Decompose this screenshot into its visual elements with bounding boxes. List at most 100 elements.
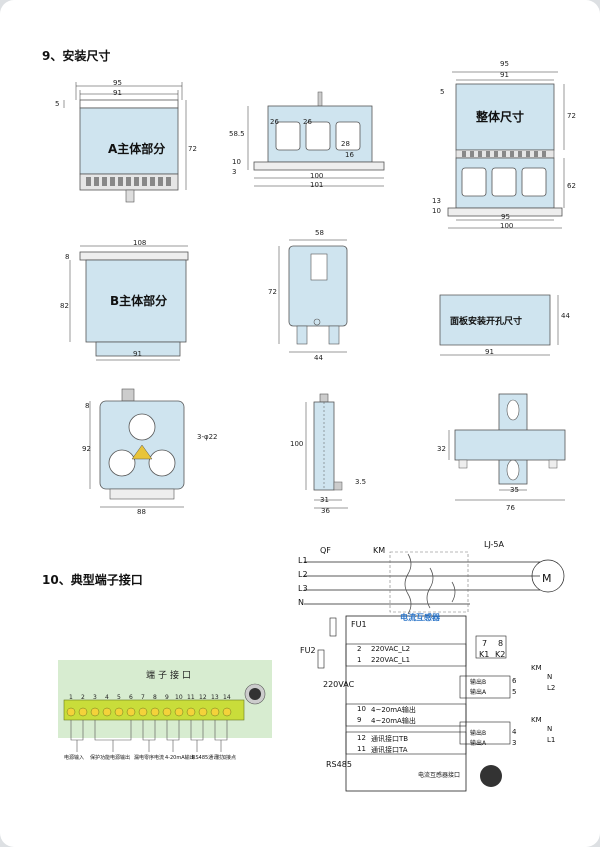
- ct-front-drawing: [89, 388, 185, 508]
- dim-cs-100: 100: [290, 440, 304, 448]
- terminal-number: 10: [175, 694, 183, 701]
- dim-a-5: 5: [55, 100, 60, 108]
- rs485-label: RS485: [326, 760, 352, 769]
- dim-r-35: 35: [510, 486, 519, 494]
- tbl-text: 220VAC_L1: [371, 656, 411, 664]
- relay-b-n: N: [547, 673, 553, 681]
- line-n: N: [298, 598, 304, 607]
- part-a-front-drawing: [63, 82, 187, 203]
- dim-b-8: 8: [65, 253, 70, 261]
- whole-label: 整体尺寸: [476, 110, 525, 124]
- dim-cs-35: 3.5: [355, 478, 367, 486]
- terminal-number: 2: [81, 694, 85, 701]
- dim-w-13: 13: [432, 197, 441, 205]
- dim-bs-44: 44: [314, 354, 323, 362]
- tbl-text: 4~20mA输出: [371, 717, 416, 725]
- dim-r-32: 32: [437, 445, 446, 453]
- line-l1: L1: [298, 556, 308, 565]
- dim-s-100: 100: [310, 172, 324, 180]
- section10-title: 10、典型端子接口: [42, 573, 143, 587]
- tbl-num: 9: [357, 716, 362, 724]
- terminal-number: 12: [199, 694, 207, 701]
- wiring-diagram: [304, 551, 565, 792]
- terminal-panel: [58, 660, 272, 738]
- dim-s-101: 101: [310, 181, 324, 189]
- ct-label: 电流互感器: [400, 613, 440, 622]
- qf-label: QF: [320, 546, 331, 555]
- tbl-num: 10: [357, 705, 366, 713]
- tbl-text: 通讯接口TA: [371, 746, 408, 754]
- relay-b-t6: 6: [512, 677, 517, 685]
- dim-bs-58: 58: [315, 229, 324, 237]
- panel-cutout-drawing: [439, 294, 559, 356]
- term-7: 7: [482, 639, 488, 648]
- dim-w-95: 95: [500, 60, 509, 68]
- term-k1: K1: [479, 650, 490, 659]
- dim-b-108: 108: [133, 239, 147, 247]
- relay-b-l: L2: [547, 684, 556, 692]
- relay-b-km: KM: [531, 664, 542, 672]
- dim-s-26a: 26: [270, 118, 279, 126]
- section9-title: 9、安装尺寸: [42, 49, 111, 63]
- dim-c-3d22: 3-φ22: [197, 433, 218, 441]
- dim-w-100: 100: [500, 222, 514, 230]
- dim-s-10: 10: [232, 158, 241, 166]
- dim-cs-36: 36: [321, 507, 330, 515]
- dim-b-82: 82: [60, 302, 69, 310]
- group-label: 漏电零序电流: [134, 755, 165, 761]
- dim-c-92: 92: [82, 445, 91, 453]
- terminal-number: 14: [223, 694, 231, 701]
- tbl-num: 12: [357, 734, 366, 742]
- dim-w-95b: 95: [501, 213, 510, 221]
- ct-port-label: 电流互感器接口: [418, 772, 461, 779]
- dim-b-91: 91: [133, 350, 142, 358]
- terminal-number: 7: [141, 694, 145, 701]
- group-label: RS485通讯: [192, 755, 219, 761]
- terminal-number: 8: [153, 694, 157, 701]
- line-l3: L3: [298, 584, 308, 593]
- relay-a-l: L1: [547, 736, 556, 744]
- terminal-number: 6: [129, 694, 133, 701]
- dim-p-91: 91: [485, 348, 494, 356]
- dim-s-3: 3: [232, 168, 237, 176]
- motor-label: M: [542, 572, 552, 585]
- tbl-text: 220VAC_L2: [371, 645, 411, 653]
- line-l2: L2: [298, 570, 308, 579]
- panel-cutout-label: 面板安装开孔尺寸: [450, 317, 523, 327]
- dim-w-5: 5: [440, 88, 445, 96]
- dim-s-58: 58.5: [229, 130, 245, 138]
- group-label: 保护功能电源输出: [90, 755, 131, 761]
- relay-b-t5: 5: [512, 688, 517, 696]
- tbl-text: 通讯接口TB: [371, 735, 409, 743]
- tbl-num: 2: [357, 645, 362, 653]
- dim-s-16: 16: [345, 151, 354, 159]
- dim-a-95: 95: [113, 79, 122, 87]
- terminal-number: 11: [187, 694, 195, 701]
- terminal-number: 1: [69, 694, 73, 701]
- relay-a-t3: 3: [512, 739, 517, 747]
- group-label: 4-20mA输出: [165, 755, 195, 761]
- dim-a-72: 72: [188, 145, 197, 153]
- terminal-number: 13: [211, 694, 219, 701]
- terminal-panel-title: 端子接口: [146, 671, 195, 681]
- relay-b-out-a: 输出A: [470, 689, 487, 696]
- part-b-label: B主体部分: [110, 294, 168, 308]
- term-k2: K2: [495, 650, 506, 659]
- terminal-strip-drawing: [63, 683, 266, 752]
- tbl-text: 4~20mA输出: [371, 706, 416, 714]
- terminal-number: 5: [117, 694, 121, 701]
- relay-a-out-a: 输出A: [470, 740, 487, 747]
- dim-bs-72: 72: [268, 288, 277, 296]
- relay-b-out-b: 输出B: [470, 679, 487, 686]
- dim-c-88: 88: [137, 508, 146, 516]
- relay-a-km: KM: [531, 716, 542, 724]
- group-label: 附加接点: [216, 755, 237, 761]
- rail-mount-drawing: [448, 393, 566, 501]
- part-a-label: A主体部分: [108, 142, 166, 156]
- terminal-number: 9: [165, 694, 169, 701]
- km-label: KM: [373, 546, 386, 555]
- dim-w-62: 62: [567, 182, 576, 190]
- relay-a-n: N: [547, 725, 553, 733]
- fu2-label: FU2: [300, 646, 316, 655]
